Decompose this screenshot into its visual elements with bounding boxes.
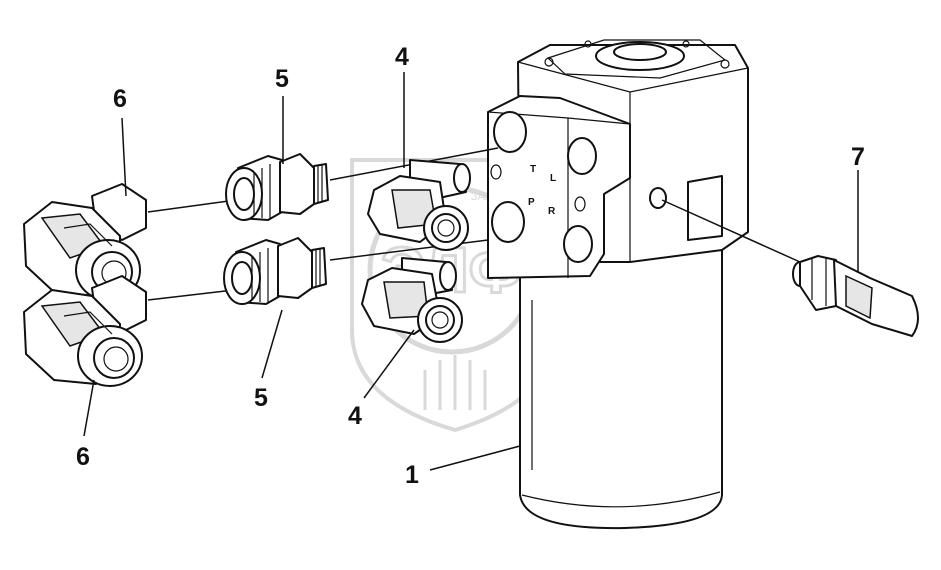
steering-unit-housing	[487, 39, 749, 530]
adapter-upper	[225, 153, 329, 221]
callout-4-upper: 4	[395, 43, 409, 71]
elbow-fitting-upper	[367, 159, 471, 251]
wheat-icon	[423, 355, 487, 410]
callout-5-lower: 5	[254, 384, 268, 412]
port-label-p: P	[528, 197, 535, 208]
port-label-l: L	[550, 173, 556, 184]
plug-fitting	[792, 255, 919, 337]
callout-6-lower: 6	[76, 443, 90, 471]
leader-lines	[83, 72, 859, 471]
port-label-t: T	[530, 164, 536, 175]
port-label-r: R	[548, 206, 556, 217]
callout-7: 7	[851, 143, 865, 171]
elbow-nut-lower	[23, 275, 147, 387]
adapter-lower	[223, 237, 327, 305]
callout-1: 1	[405, 461, 419, 489]
callout-5-upper: 5	[275, 65, 289, 93]
elbow-fitting-lower	[361, 257, 463, 343]
callout-4-lower: 4	[348, 402, 362, 430]
callout-6-upper: 6	[113, 85, 127, 113]
